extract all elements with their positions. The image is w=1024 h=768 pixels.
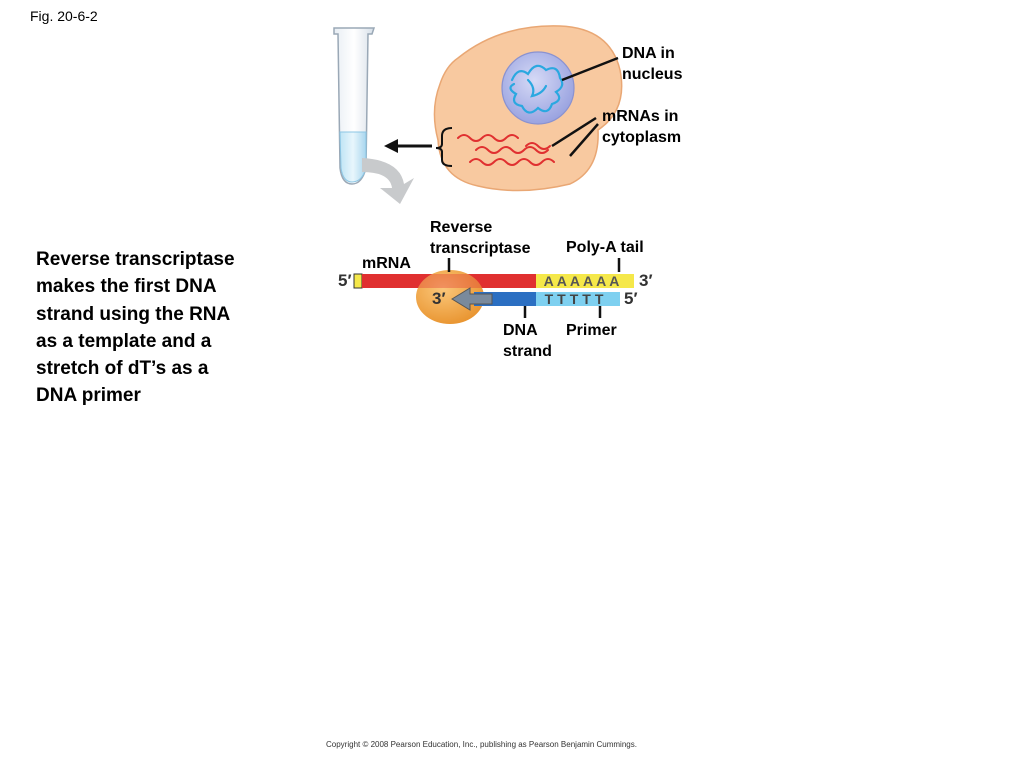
dna-5-prime-label: 5′ bbox=[624, 289, 638, 308]
reverse-transcriptase-enzyme bbox=[416, 270, 484, 324]
dna-nucleus-label-line1: DNA in bbox=[622, 45, 675, 62]
mrna-over-enzyme bbox=[362, 274, 484, 288]
gray-curved-arrow bbox=[362, 158, 414, 204]
copyright-notice: Copyright © 2008 Pearson Education, Inc.… bbox=[326, 740, 637, 749]
figure-label: Fig. 20-6-2 bbox=[30, 8, 98, 24]
mrna-3-prime-label: 3′ bbox=[639, 271, 653, 290]
poly-t-letters: TTTTT bbox=[545, 291, 608, 307]
reverse-transcriptase-label-line1: Reverse bbox=[430, 219, 493, 236]
synthesis-direction-arrow bbox=[451, 287, 493, 311]
mrna-5-prime-label: 5′ bbox=[338, 271, 352, 290]
dna-strand-label-line2: strand bbox=[503, 343, 552, 360]
black-arrow bbox=[384, 139, 432, 153]
primer-label: Primer bbox=[566, 322, 617, 339]
mrna-5-cap bbox=[353, 273, 363, 289]
poly-a-tail-label: Poly-A tail bbox=[566, 239, 644, 256]
brace bbox=[435, 127, 453, 167]
mrna-cytoplasm-label-line1: mRNAs in bbox=[602, 108, 679, 125]
mrna-pointer-line-2 bbox=[569, 123, 599, 157]
tube-liquid bbox=[339, 131, 367, 183]
reverse-transcriptase-label-line2: transcriptase bbox=[430, 240, 531, 257]
nucleus bbox=[501, 51, 575, 125]
mrna-pointer-line-1 bbox=[551, 116, 597, 148]
mrna-squiggles bbox=[457, 134, 555, 166]
dna-strand-label-line1: DNA bbox=[503, 322, 538, 339]
caption-text: Reverse transcriptase makes the first DN… bbox=[36, 249, 235, 407]
mrna-cytoplasm-label-line2: cytoplasm bbox=[602, 129, 682, 146]
dna-pointer-line bbox=[561, 56, 619, 82]
dna-3-prime-label: 3′ bbox=[432, 289, 446, 308]
poly-a-region bbox=[536, 274, 634, 288]
dna-squiggle bbox=[509, 64, 564, 114]
poly-a-letters: AAAAAA bbox=[544, 273, 623, 289]
dna-nucleus-label-line2: nucleus bbox=[622, 66, 683, 83]
primer-region bbox=[536, 292, 620, 306]
mrna-label: mRNA bbox=[362, 255, 411, 272]
